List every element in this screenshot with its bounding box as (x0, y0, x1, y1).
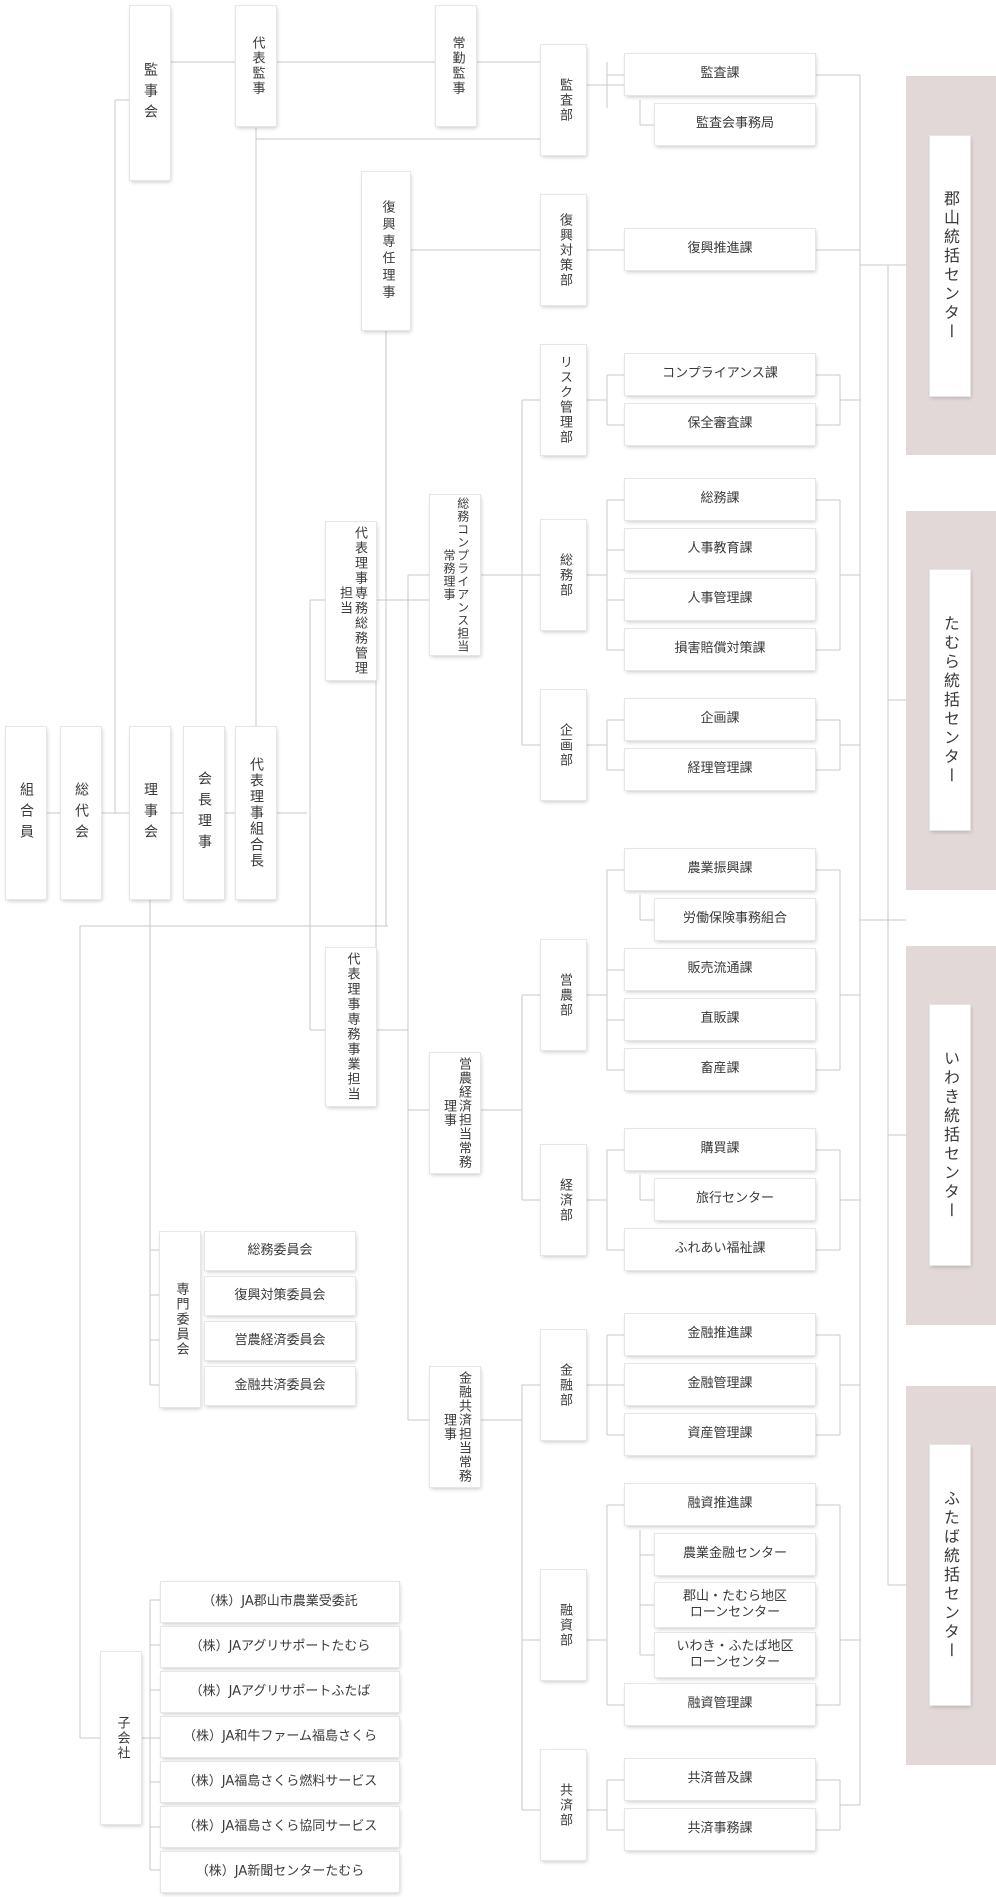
sec-labor-ins[interactable]: 労働保険事務組合 (655, 899, 815, 940)
box-compliance-director[interactable]: 総務コンプライアンス担当常務理事 (430, 495, 480, 655)
sec-travel[interactable]: 旅行センター (655, 1179, 815, 1220)
subsidiary-0[interactable]: （株）JA郡山市農業受委託 (161, 1582, 399, 1622)
sec-direct-sales[interactable]: 直販課 (625, 999, 815, 1040)
dept-mutual[interactable]: 共済部 (541, 1750, 586, 1860)
center-koriyama[interactable]: 郡山統括センター (930, 136, 970, 396)
sec-planning[interactable]: 企画課 (625, 699, 815, 740)
sec-preservation[interactable]: 保全審査課 (625, 404, 815, 445)
subsidiary-3[interactable]: （株）JA和牛ファーム福島さくら (161, 1717, 399, 1757)
sec-finance-mgmt[interactable]: 金融管理課 (625, 1364, 815, 1405)
box-audit-board[interactable]: 監事会 (130, 6, 170, 180)
dept-loans[interactable]: 融資部 (541, 1570, 586, 1680)
sec-audit-office[interactable]: 監査会事務局 (655, 104, 815, 145)
box-finance-director[interactable]: 金融共済担当常務理事 (430, 1367, 480, 1487)
box-chairman[interactable]: 会長理事 (184, 727, 224, 899)
dept-economy[interactable]: 経済部 (541, 1145, 586, 1255)
subsidiary-4[interactable]: （株）JA福島さくら燃料サービス (161, 1762, 399, 1802)
box-standing-auditor[interactable]: 常勤監事 (436, 6, 476, 126)
sec-loan-center-1[interactable]: 郡山・たむら地区 ローンセンター (655, 1583, 815, 1627)
sec-accounting[interactable]: 経理管理課 (625, 749, 815, 790)
sec-agri-finance[interactable]: 農業金融センター (655, 1534, 815, 1575)
box-president[interactable]: 代表理事組合長 (236, 727, 276, 899)
sec-hr-education[interactable]: 人事教育課 (625, 529, 815, 570)
sec-damages[interactable]: 損害賠償対策課 (625, 629, 815, 670)
sec-finance-promo[interactable]: 金融推進課 (625, 1314, 815, 1355)
sec-loan-center-2[interactable]: いわき・ふたば地区 ローンセンター (655, 1633, 815, 1677)
box-rep-exec-business[interactable]: 代表理事専務事業担当 (326, 948, 376, 1106)
box-agri-director[interactable]: 営農経済担当常務理事 (430, 1053, 480, 1173)
sec-purchasing[interactable]: 購買課 (625, 1129, 815, 1170)
dept-general[interactable]: 総務部 (541, 520, 586, 630)
sec-agri-promo[interactable]: 農業振興課 (625, 849, 815, 890)
sec-welfare[interactable]: ふれあい福祉課 (625, 1229, 815, 1270)
box-rep-exec-general[interactable]: 代表理事専務総務管理担当 (326, 522, 376, 680)
committee-1[interactable]: 復興対策委員会 (205, 1277, 355, 1315)
dept-recovery[interactable]: 復興対策部 (541, 195, 586, 305)
sec-asset-mgmt[interactable]: 資産管理課 (625, 1414, 815, 1455)
subsidiary-5[interactable]: （株）JA福島さくら協同サービス (161, 1807, 399, 1847)
sec-compliance[interactable]: コンプライアンス課 (625, 354, 815, 395)
box-delegates[interactable]: 総代会 (61, 727, 101, 899)
subsidiary-1[interactable]: （株）JAアグリサポートたむら (161, 1627, 399, 1667)
center-tamura[interactable]: たむら統括センター (930, 570, 970, 830)
dept-audit[interactable]: 監査部 (541, 45, 586, 155)
box-subsidiaries[interactable]: 子会社 (101, 1652, 141, 1824)
box-directors-board[interactable]: 理事会 (130, 727, 170, 899)
committee-3[interactable]: 金融共済委員会 (205, 1367, 355, 1405)
sec-livestock[interactable]: 畜産課 (625, 1049, 815, 1090)
sec-general[interactable]: 総務課 (625, 479, 815, 520)
sec-sales[interactable]: 販売流通課 (625, 949, 815, 990)
sec-recovery-promo[interactable]: 復興推進課 (625, 229, 815, 270)
center-iwaki[interactable]: いわき統括センター (930, 1005, 970, 1265)
box-members[interactable]: 組合員 (6, 727, 46, 899)
committee-2[interactable]: 営農経済委員会 (205, 1322, 355, 1360)
committee-0[interactable]: 総務委員会 (205, 1232, 355, 1270)
dept-agri[interactable]: 営農部 (541, 940, 586, 1050)
box-recovery-director[interactable]: 復興専任理事 (362, 172, 410, 330)
dept-risk[interactable]: リスク管理部 (541, 345, 586, 455)
sec-mutual-office[interactable]: 共済事務課 (625, 1809, 815, 1850)
dept-finance[interactable]: 金融部 (541, 1330, 586, 1440)
sec-audit[interactable]: 監査課 (625, 54, 815, 95)
box-rep-auditor[interactable]: 代表監事 (236, 6, 276, 126)
sec-loan-promo[interactable]: 融資推進課 (625, 1484, 815, 1525)
sec-mutual-promo[interactable]: 共済普及課 (625, 1759, 815, 1800)
sec-hr-management[interactable]: 人事管理課 (625, 579, 815, 620)
subsidiary-6[interactable]: （株）JA新聞センターたむら (161, 1852, 399, 1892)
center-futaba[interactable]: ふたば統括センター (930, 1445, 970, 1705)
sec-loan-mgmt[interactable]: 融資管理課 (625, 1684, 815, 1725)
box-committees[interactable]: 専門委員会 (160, 1232, 200, 1407)
dept-planning[interactable]: 企画部 (541, 690, 586, 800)
subsidiary-2[interactable]: （株）JAアグリサポートふたば (161, 1672, 399, 1712)
